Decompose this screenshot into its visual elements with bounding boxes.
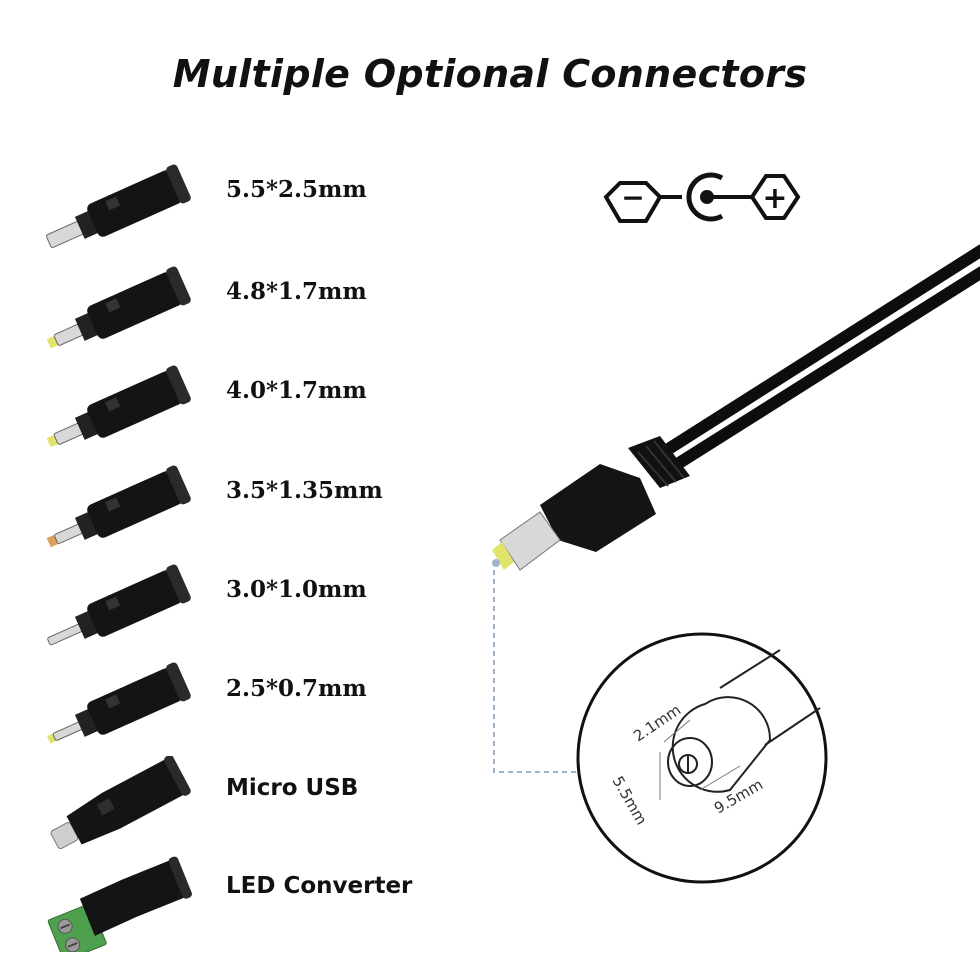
connector-label-2: 4.8*1.7mm: [226, 278, 367, 305]
connector-label-6: 2.5*0.7mm: [226, 675, 367, 702]
polarity-negative-sign: −: [621, 181, 644, 214]
connector-label-4: 3.5*1.35mm: [226, 477, 383, 504]
barrel-plug-icon: [46, 465, 191, 548]
connector-detail-view: 2.1mm 5.5mm 9.5mm: [576, 632, 828, 884]
connector-label-3: 4.0*1.7mm: [226, 377, 367, 404]
connector-label-led-converter: LED Converter: [226, 873, 413, 899]
polarity-positive-sign: +: [762, 181, 787, 216]
barrel-plug-icon: [47, 662, 191, 744]
connector-label-micro-usb: Micro USB: [226, 775, 359, 801]
led-terminal-adapter-icon: [47, 856, 192, 952]
leader-line: [492, 559, 580, 773]
dc-cable: [492, 244, 980, 571]
barrel-plug-icon: [46, 266, 191, 349]
barrel-plug-icon: [46, 365, 191, 448]
connector-label-5: 3.0*1.0mm: [226, 576, 367, 603]
connector-label-1: 5.5*2.5mm: [226, 176, 367, 203]
micro-usb-plug-icon: [50, 756, 191, 850]
barrel-plug-icon: [46, 164, 191, 248]
center-positive-polarity-icon: − +: [603, 172, 801, 223]
page-title: Multiple Optional Connectors: [172, 52, 808, 96]
barrel-plug-icon: [47, 564, 191, 646]
